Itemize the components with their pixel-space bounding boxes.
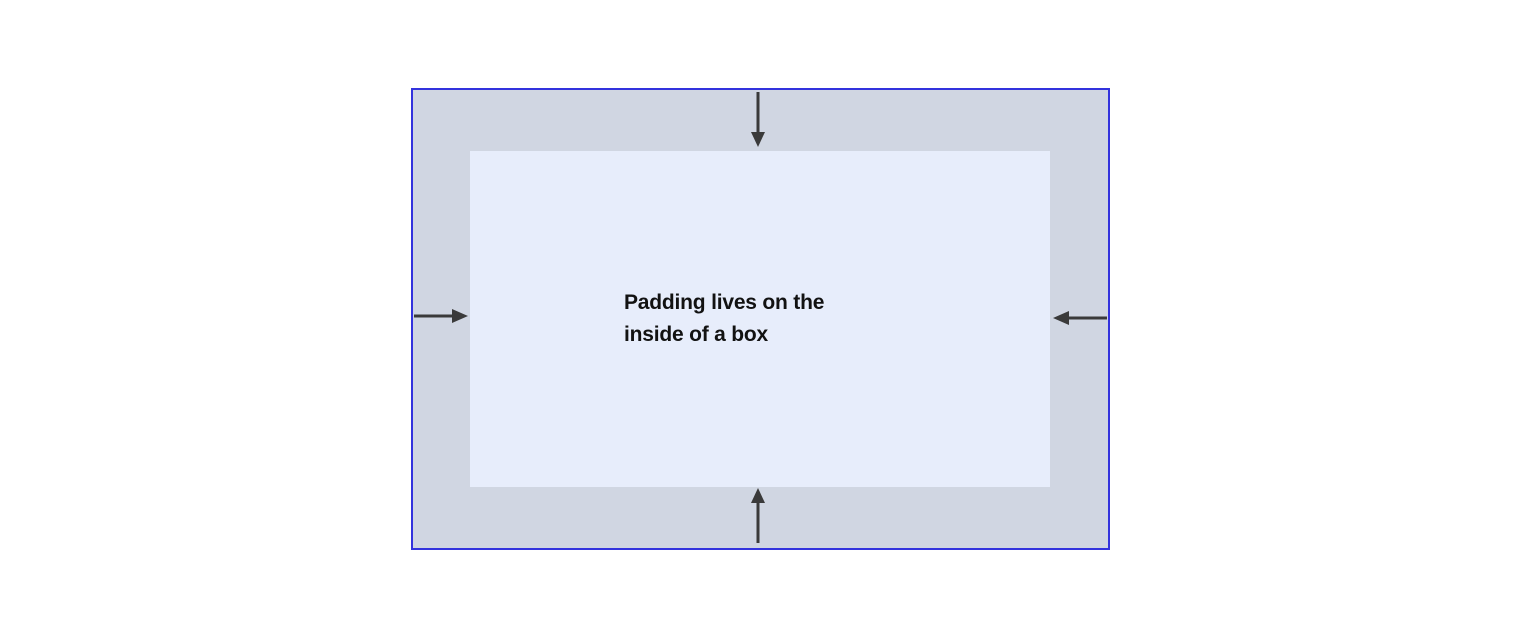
padding-caption: Padding lives on the inside of a box xyxy=(624,291,825,346)
arrow-down-icon xyxy=(751,92,765,147)
arrow-right-icon xyxy=(414,309,468,323)
padding-arrow-top xyxy=(742,92,774,148)
arrow-up-icon xyxy=(751,488,765,543)
content-area-box: Padding lives on the inside of a box xyxy=(470,151,1050,487)
padding-arrow-left xyxy=(414,303,470,329)
padding-arrow-right xyxy=(1051,305,1107,331)
padding-arrow-bottom xyxy=(742,487,774,543)
arrow-left-icon xyxy=(1053,311,1107,325)
